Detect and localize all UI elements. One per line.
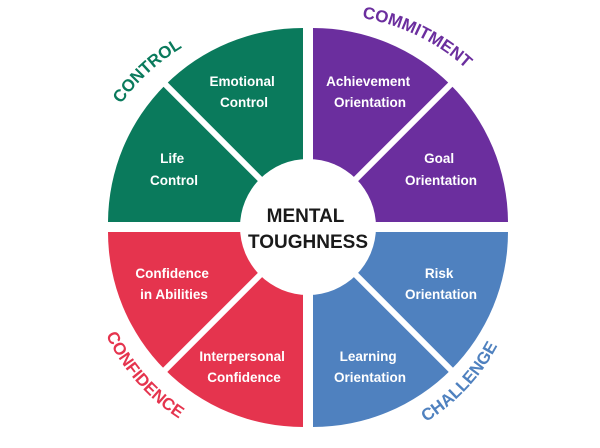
segment-life-control: Life Control	[150, 151, 198, 188]
segment-interpersonal-confidence: Interpersonal Confidence	[199, 349, 288, 385]
segment-learning-orientation: Learning Orientation	[334, 349, 406, 385]
segment-goal-orientation: Goal Orientation	[405, 151, 477, 188]
segment-confidence-in-abilities: Confidence in Abilities	[135, 266, 212, 302]
segment-risk-orientation: Risk Orientation	[405, 266, 477, 302]
segment-emotional-control: Emotional Control	[209, 74, 278, 110]
center-title: MENTAL TOUGHNESS	[248, 206, 368, 253]
center-circle	[240, 159, 376, 295]
segment-achievement-orientation: Achievement Orientation	[326, 74, 414, 110]
